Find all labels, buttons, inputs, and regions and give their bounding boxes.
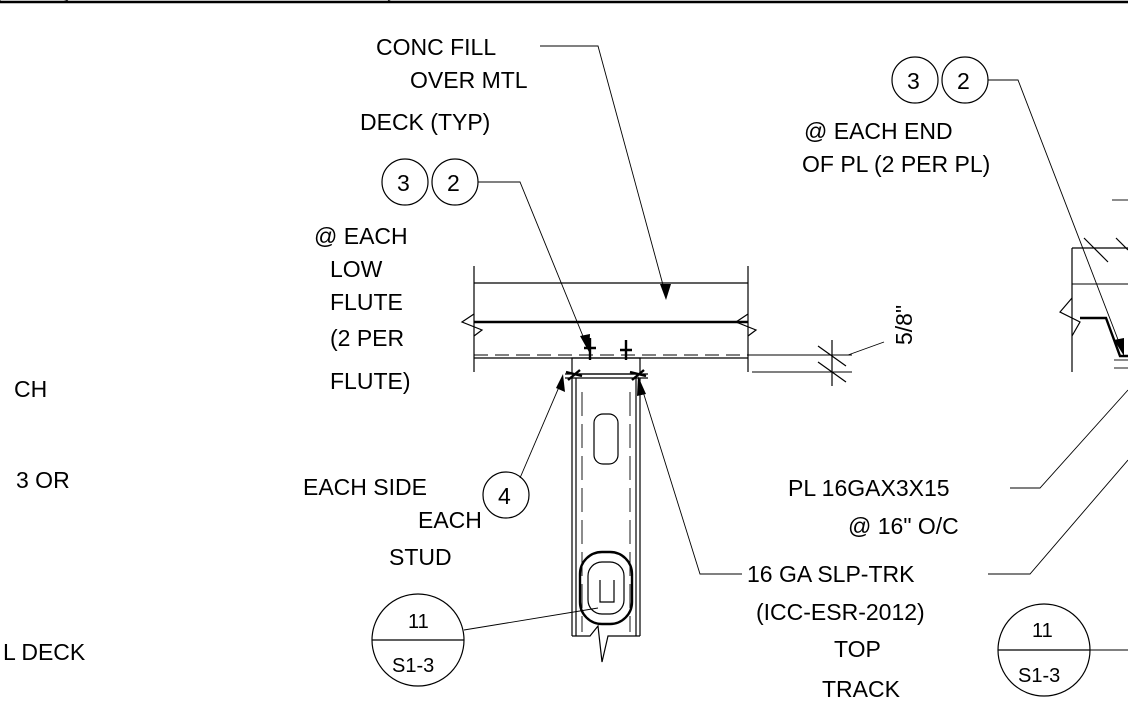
- callout-low-flute: @ EACH LOW FLUTE (2 PER FLUTE): [314, 223, 411, 394]
- left-label-3: L DECK: [3, 639, 86, 665]
- fastener-tag-low-flute: 3 2: [381, 158, 590, 352]
- callout-each-side: EACH SIDE EACH STUD 4: [303, 374, 565, 570]
- svg-text:@ EACH: @ EACH: [314, 223, 408, 249]
- svg-text:EACH: EACH: [418, 507, 482, 533]
- svg-text:11: 11: [408, 611, 429, 633]
- svg-text:OVER MTL: OVER MTL: [410, 67, 528, 93]
- svg-text:(ICC-ESR-2012): (ICC-ESR-2012): [756, 599, 925, 625]
- partial-detail-right: [1059, 199, 1128, 372]
- section-ref-left: 11 S1-3: [371, 593, 599, 687]
- svg-text:LOW: LOW: [330, 256, 383, 282]
- svg-text:2: 2: [957, 68, 970, 94]
- svg-text:FLUTE): FLUTE): [330, 368, 411, 394]
- svg-text:DECK (TYP): DECK (TYP): [360, 109, 490, 135]
- concrete-slab: [460, 266, 758, 372]
- svg-text:CONC FILL: CONC FILL: [376, 34, 496, 60]
- svg-text:5/8": 5/8": [891, 305, 917, 345]
- svg-text:(2 PER: (2 PER: [330, 325, 404, 351]
- callout-plate: PL 16GAX3X15 @ 16" O/C: [788, 389, 1128, 539]
- svg-text:TRACK: TRACK: [822, 676, 901, 702]
- svg-text:@ EACH END: @ EACH END: [804, 118, 953, 144]
- fastener-tag-each-end: 3 2 @ EACH END OF PL (2 PER PL): [802, 56, 1124, 356]
- svg-text:TOP: TOP: [834, 636, 881, 662]
- svg-text:3: 3: [397, 170, 410, 196]
- svg-text:16 GA SLP-TRK: 16 GA SLP-TRK: [747, 561, 915, 587]
- left-label-1: CH: [14, 376, 47, 402]
- svg-text:PL 16GAX3X15: PL 16GAX3X15: [788, 475, 950, 501]
- svg-text:EACH SIDE: EACH SIDE: [303, 474, 427, 500]
- svg-text:FLUTE: FLUTE: [330, 289, 403, 315]
- callout-conc-fill: CONC FILL OVER MTL DECK (TYP): [360, 34, 671, 300]
- svg-text:S1-3: S1-3: [1018, 665, 1060, 687]
- svg-text:4: 4: [498, 483, 511, 509]
- svg-text:OF PL (2 PER PL): OF PL (2 PER PL): [802, 151, 990, 177]
- svg-text:3: 3: [907, 68, 920, 94]
- steel-stud: [571, 378, 641, 663]
- svg-text:2: 2: [447, 170, 460, 196]
- svg-text:@ 16" O/C: @ 16" O/C: [848, 513, 959, 539]
- svg-text:11: 11: [1032, 620, 1053, 642]
- dimension-5-8: 5/8": [748, 305, 917, 386]
- title-fragment: [0, 0, 393, 3]
- svg-text:S1-3: S1-3: [392, 655, 434, 677]
- top-track: [565, 338, 648, 381]
- svg-text:STUD: STUD: [389, 544, 452, 570]
- left-label-2: 3 OR: [16, 467, 70, 493]
- section-ref-right: 11 S1-3: [997, 603, 1128, 697]
- callout-track: 16 GA SLP-TRK (ICC-ESR-2012) TOP TRACK: [637, 376, 1128, 702]
